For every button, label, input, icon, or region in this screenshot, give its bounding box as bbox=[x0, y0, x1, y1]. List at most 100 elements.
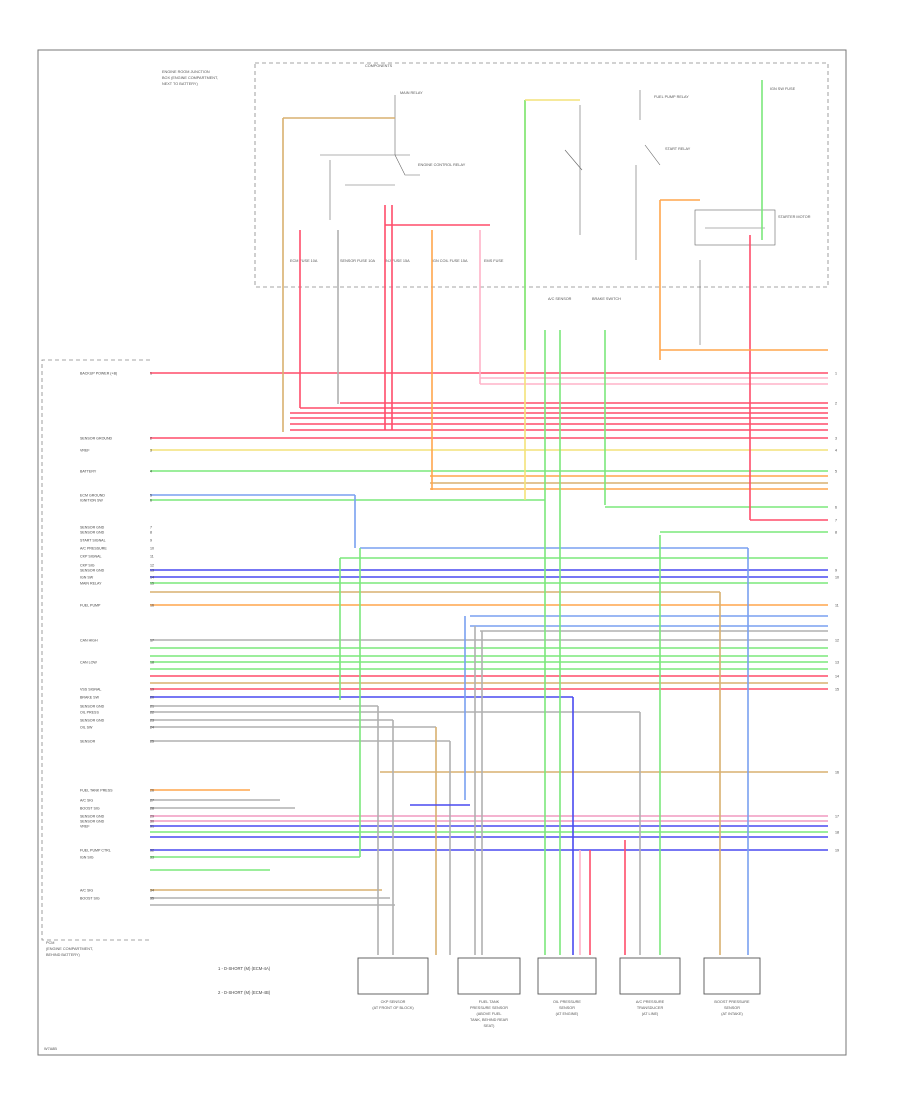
ecm-label-24: SENSOR bbox=[80, 740, 96, 744]
comp-sensor-fuse: SENSOR FUSE 10A bbox=[340, 259, 375, 263]
ecm-label-34: BOOST SIG bbox=[80, 897, 100, 901]
ecm-label-26: A/C SIG bbox=[80, 799, 93, 803]
ecm-pin-19: 20 bbox=[150, 696, 154, 700]
ecm-pin-22: 23 bbox=[150, 719, 154, 723]
relay-box-label-1: BOX (ENGINE COMPARTMENT, bbox=[162, 76, 218, 80]
ecm-pin-20: 21 bbox=[150, 705, 154, 709]
ecm-label-8: START SIGNAL bbox=[80, 539, 106, 543]
ecm-label-17: CAN LOW bbox=[80, 661, 97, 665]
relay-box-label-0: ENGINE ROOM JUNCTION bbox=[162, 70, 210, 74]
ecm-label-5: IGNITION SW bbox=[80, 499, 103, 503]
ecm-label-12: SENSOR GND bbox=[80, 569, 105, 573]
ecm-pin-17: 18 bbox=[150, 661, 154, 665]
right-pin-16: 17 bbox=[835, 815, 839, 819]
component-label-3-1: TRANSDUCER bbox=[637, 1006, 664, 1010]
right-pin-15: 16 bbox=[835, 771, 839, 775]
right-pin-11: 12 bbox=[835, 639, 839, 643]
right-pin-9: 10 bbox=[835, 576, 839, 580]
ecm-label-6: SENSOR GND bbox=[80, 526, 105, 530]
component-label-4-2: (AT INTAKE) bbox=[721, 1012, 743, 1016]
comp-engine-control-relay: ENGINE CONTROL RELAY bbox=[418, 163, 466, 167]
note-2: 2 - D-SHORT (M) (ECM-4B) bbox=[218, 990, 271, 995]
component-label-1-0: FUEL TANK bbox=[479, 1000, 500, 1004]
ecm-label-10: CKP SIGNAL bbox=[80, 555, 102, 559]
right-pin-0: 1 bbox=[835, 372, 837, 376]
ecm-label-27: BOOST SIG bbox=[80, 807, 100, 811]
ecm-pin-25: 26 bbox=[150, 789, 154, 793]
ecm-pin-14: 15 bbox=[150, 582, 154, 586]
component-label-1-2: (ABOVE FUEL bbox=[476, 1012, 501, 1016]
note-1: 1 - D-SHORT (M) (ECM-4A) bbox=[218, 966, 271, 971]
page-code: W7A8B bbox=[44, 1047, 57, 1051]
ecm-pin-31: 32 bbox=[150, 849, 154, 853]
component-label-2-1: SENSOR bbox=[559, 1006, 575, 1010]
relay-box-title: COMPONENTS bbox=[365, 64, 393, 68]
ecm-pin-28: 29 bbox=[150, 815, 154, 819]
ecm-label-4: ECM GROUND bbox=[80, 494, 105, 498]
ecm-pin-3: 4 bbox=[150, 470, 152, 474]
component-label-1-3: TANK, BEHIND REAR bbox=[470, 1018, 508, 1022]
ecm-label-29: SENSOR GND bbox=[80, 820, 105, 824]
right-pin-14: 15 bbox=[835, 688, 839, 692]
right-pin-7: 8 bbox=[835, 531, 837, 535]
right-pin-5: 6 bbox=[835, 506, 837, 510]
ecm-pin-4: 5 bbox=[150, 494, 152, 498]
component-label-2-0: OIL PRESSURE bbox=[553, 1000, 581, 1004]
ecm-label-3: BATTERY bbox=[80, 470, 97, 474]
right-pin-4: 5 bbox=[835, 470, 837, 474]
ecm-pin-11: 12 bbox=[150, 564, 154, 568]
page-frame bbox=[37, 49, 847, 1056]
component-box-4 bbox=[703, 957, 761, 995]
right-pin-1: 2 bbox=[835, 402, 837, 406]
relay-internals bbox=[320, 90, 776, 345]
ecm-label-15: FUEL PUMP bbox=[80, 604, 101, 608]
ecm-pin-21: 22 bbox=[150, 711, 154, 715]
component-label-0-1: (AT FRONT OF BLOCK) bbox=[372, 1006, 414, 1010]
ecm-pin-26: 27 bbox=[150, 799, 154, 803]
ecm-pin-27: 28 bbox=[150, 807, 154, 811]
component-label-4-0: BOOST PRESSURE bbox=[714, 1000, 750, 1004]
comp-ign-coil-fuse: IGN COIL FUSE 15A bbox=[432, 259, 468, 263]
ecm-pin-9: 10 bbox=[150, 547, 154, 551]
component-box-0 bbox=[357, 957, 429, 995]
comp-starter-motor: STARTER MOTOR bbox=[778, 215, 811, 219]
ecm-label-18: VSS SIGNAL bbox=[80, 688, 101, 692]
component-label-3-2: (AT LINE) bbox=[642, 1012, 659, 1016]
right-pin-2: 3 bbox=[835, 437, 837, 441]
ecm-label-9: A/C PRESSURE bbox=[80, 547, 107, 551]
right-pin-3: 4 bbox=[835, 449, 837, 453]
ecm-pin-1: 2 bbox=[150, 437, 152, 441]
ecm-label-30: VREF bbox=[80, 825, 90, 829]
component-label-3-0: A/C PRESSURE bbox=[636, 1000, 665, 1004]
comp-ac-sensor: A/C SENSOR bbox=[548, 297, 572, 301]
ecm-label-21: OIL PRESS bbox=[80, 711, 99, 715]
relay-box bbox=[254, 62, 829, 288]
ecm-pin-24: 25 bbox=[150, 740, 154, 744]
ecm-boundary bbox=[41, 359, 150, 941]
comp-main-relay: MAIN RELAY bbox=[400, 91, 423, 95]
ecm-pin-32: 33 bbox=[150, 856, 154, 860]
ecm-label-2: BEHIND BATTERY) bbox=[46, 953, 81, 957]
component-label-2-2: (AT ENGINE) bbox=[556, 1012, 579, 1016]
ecm-label-14: MAIN RELAY bbox=[80, 582, 102, 586]
ecm-label-1: (ENGINE COMPARTMENT, bbox=[46, 947, 93, 951]
bottom-components: CKP SENSOR (AT FRONT OF BLOCK) FUEL TANK PR… bbox=[357, 957, 761, 1028]
component-box-3 bbox=[619, 957, 681, 995]
component-label-1-1: PRESSURE SENSOR bbox=[470, 1006, 508, 1010]
right-pin-12: 13 bbox=[835, 661, 839, 665]
ecm-label-20: SENSOR GND bbox=[80, 705, 105, 709]
ecm-pin-23: 24 bbox=[150, 726, 154, 730]
component-label-0-0: CKP SENSOR bbox=[381, 1000, 406, 1004]
component-box-2 bbox=[537, 957, 597, 995]
ecm-pin-6: 7 bbox=[150, 526, 152, 530]
ecm-label-0: PCM bbox=[46, 941, 54, 945]
component-label-4-1: SENSOR bbox=[724, 1006, 740, 1010]
ecm-pin-18: 19 bbox=[150, 688, 154, 692]
comp-ecm-fuse: ECM FUSE 10A bbox=[290, 259, 318, 263]
comp-inj-fuse: INJ FUSE 15A bbox=[385, 259, 410, 263]
ecm-label-7: SENSOR GND bbox=[80, 531, 105, 535]
component-box-1 bbox=[457, 957, 521, 995]
